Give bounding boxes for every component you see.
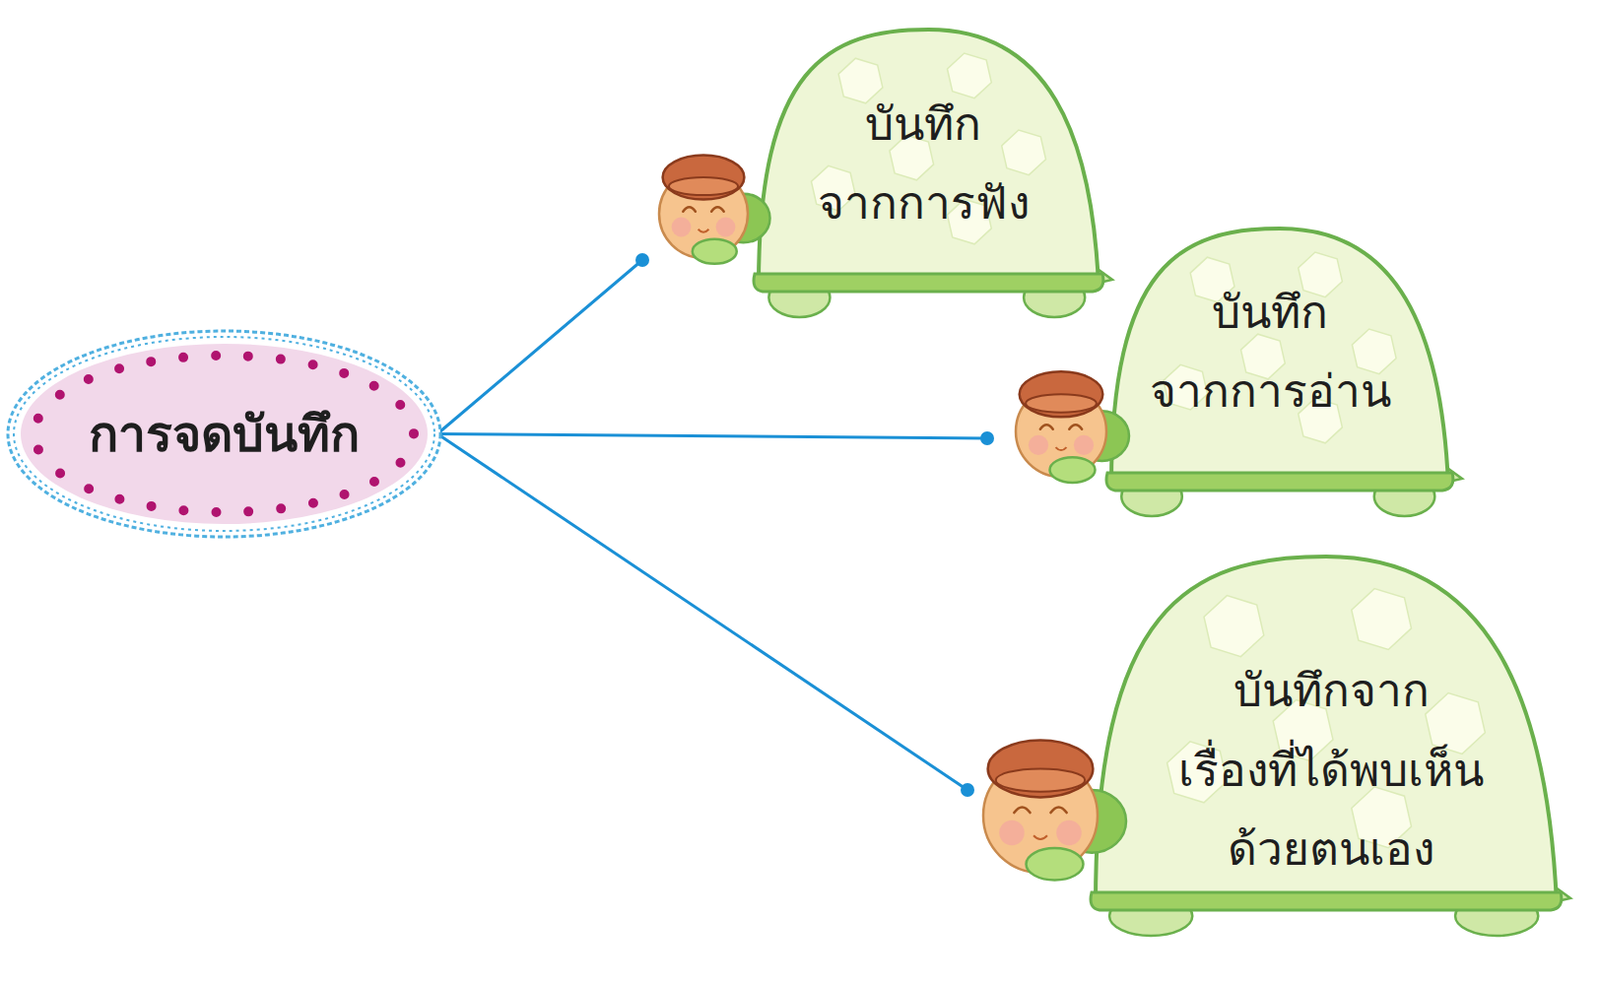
topic-label: การจดบันทึก xyxy=(86,400,362,469)
connector-line xyxy=(437,260,643,435)
cheek xyxy=(1073,435,1094,456)
shell-patch xyxy=(1203,596,1265,658)
turtle-node: บันทึกจาก เรื่องที่ได้พบเห็น ด้วยตนเอง xyxy=(967,552,1569,947)
turtle-mouth xyxy=(1055,447,1067,451)
hat-brim xyxy=(668,177,738,196)
turtle-mouth xyxy=(698,229,710,233)
hat-crown xyxy=(988,739,1094,798)
zigzag-border xyxy=(7,331,441,537)
text-line: เรื่องที่ได้พบเห็น xyxy=(1178,731,1484,811)
cheek xyxy=(671,217,692,238)
turtle-hand xyxy=(1050,457,1096,483)
shell-rim xyxy=(1090,892,1562,911)
connector-dot xyxy=(635,253,650,267)
hat-crown xyxy=(1019,371,1104,417)
turtle-eye xyxy=(1040,424,1054,430)
turtle-eye xyxy=(711,206,725,211)
connector-dot xyxy=(980,431,995,446)
node-shape xyxy=(642,25,1111,317)
hat-brim xyxy=(1025,394,1097,412)
connector-line xyxy=(437,434,988,440)
shell-patch xyxy=(1351,589,1412,651)
turtle-hand xyxy=(692,239,737,265)
pink-fill xyxy=(20,343,428,525)
turtle-eye xyxy=(1013,806,1030,813)
connector-line xyxy=(437,434,968,792)
text-line: ด้วยตนเอง xyxy=(1227,809,1435,890)
cheek xyxy=(716,217,736,238)
turtle-label: บันทึก จากการอ่าน xyxy=(1147,272,1394,432)
shell-patch xyxy=(947,53,993,99)
turtle-eye xyxy=(1068,424,1082,430)
turtle-node: บันทึก จากการฟัง xyxy=(642,25,1111,317)
turtle-shell xyxy=(758,29,1099,286)
cheek xyxy=(1056,820,1082,847)
shell-rim xyxy=(753,273,1104,292)
cheek xyxy=(999,820,1025,847)
text-line: จากการอ่าน xyxy=(1149,351,1392,432)
text-line: บันทึกจาก xyxy=(1233,651,1430,732)
turtle-eye xyxy=(682,206,696,211)
shell-patch xyxy=(1001,130,1047,176)
text-line: การจดบันทึก xyxy=(88,400,360,469)
zigzag-border xyxy=(13,336,435,532)
turtle-node: บันทึก จากการอ่าน xyxy=(987,224,1459,517)
text-line: บันทึก xyxy=(865,84,982,165)
text-line: จากการฟัง xyxy=(817,163,1030,244)
connector-dot xyxy=(960,783,975,798)
shell-patch xyxy=(838,58,883,104)
dot-ring xyxy=(34,355,414,513)
hat-brim xyxy=(996,768,1085,792)
turtle-eye xyxy=(1050,806,1067,813)
hat-crown xyxy=(663,155,745,200)
text-line: บันทึก xyxy=(1211,272,1329,353)
turtle-label: บันทึกจาก เรื่องที่ได้พบเห็น ด้วยตนเอง xyxy=(1176,651,1486,890)
shell-rim xyxy=(1106,472,1454,491)
turtle-label: บันทึก จากการฟัง xyxy=(815,84,1032,244)
turtle-hand xyxy=(1026,848,1084,880)
topic-ellipse: การจดบันทึก xyxy=(4,328,444,540)
turtle-shell xyxy=(1095,556,1557,905)
cheek xyxy=(1028,435,1049,456)
turtle-mouth xyxy=(1033,835,1048,840)
turtle-shell xyxy=(1111,228,1449,485)
